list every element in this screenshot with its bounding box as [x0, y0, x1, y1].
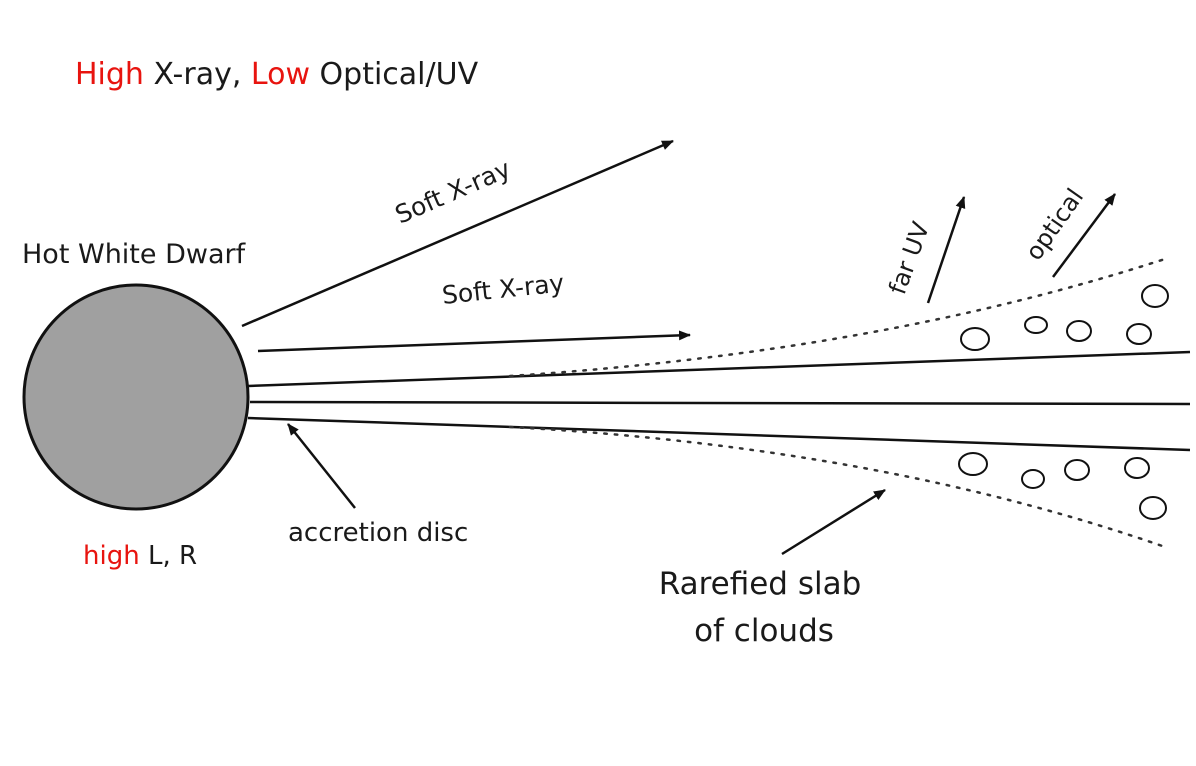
high-word: high	[83, 541, 140, 571]
disc-midplane	[249, 400, 1191, 406]
cloud-slab-label-line1: Rarefied slab	[659, 566, 862, 602]
white-dwarf	[22, 283, 250, 511]
cloud	[1066, 320, 1092, 342]
accretion-disc-pointer-arrow	[287, 423, 356, 509]
cloud	[1126, 323, 1152, 345]
soft-xray-label-lower: Soft X-ray	[441, 268, 566, 310]
soft-xray-arrow-upper	[241, 139, 674, 328]
optical-label: optical	[1020, 183, 1089, 265]
disc-upper-edge	[247, 350, 1191, 388]
cloud-slab-upper-boundary	[508, 256, 1170, 378]
white-dwarf-label: Hot White Dwarf	[22, 239, 247, 270]
cloud	[1141, 284, 1169, 308]
cloud	[1064, 459, 1090, 481]
cloud	[958, 452, 988, 476]
title-high-word: High	[75, 57, 144, 92]
cloud	[1024, 316, 1048, 334]
cloud	[1139, 496, 1167, 520]
disc-lower-edge	[247, 416, 1191, 452]
cloud-slab-label-line2: of clouds	[694, 613, 834, 649]
title-optical-text: Optical/UV	[310, 57, 479, 92]
soft-xray-arrow-lower	[257, 330, 691, 353]
title-low-word: Low	[251, 57, 310, 92]
l-r-text: L, R	[140, 541, 197, 571]
far-uv-arrow	[926, 196, 966, 304]
cloud	[960, 327, 990, 351]
accretion-disc-label: accretion disc	[288, 518, 468, 548]
cloud-slab-pointer-arrow	[781, 488, 886, 556]
luminosity-radius-label: high L, R	[83, 541, 197, 571]
optical-arrow	[1051, 193, 1117, 278]
diagram-title: High X-ray, Low Optical/UV	[75, 57, 479, 92]
title-xray-text: X-ray,	[144, 57, 251, 92]
cloud	[1124, 457, 1150, 479]
far-uv-label: far UV	[883, 218, 935, 298]
cloud	[1021, 469, 1045, 489]
